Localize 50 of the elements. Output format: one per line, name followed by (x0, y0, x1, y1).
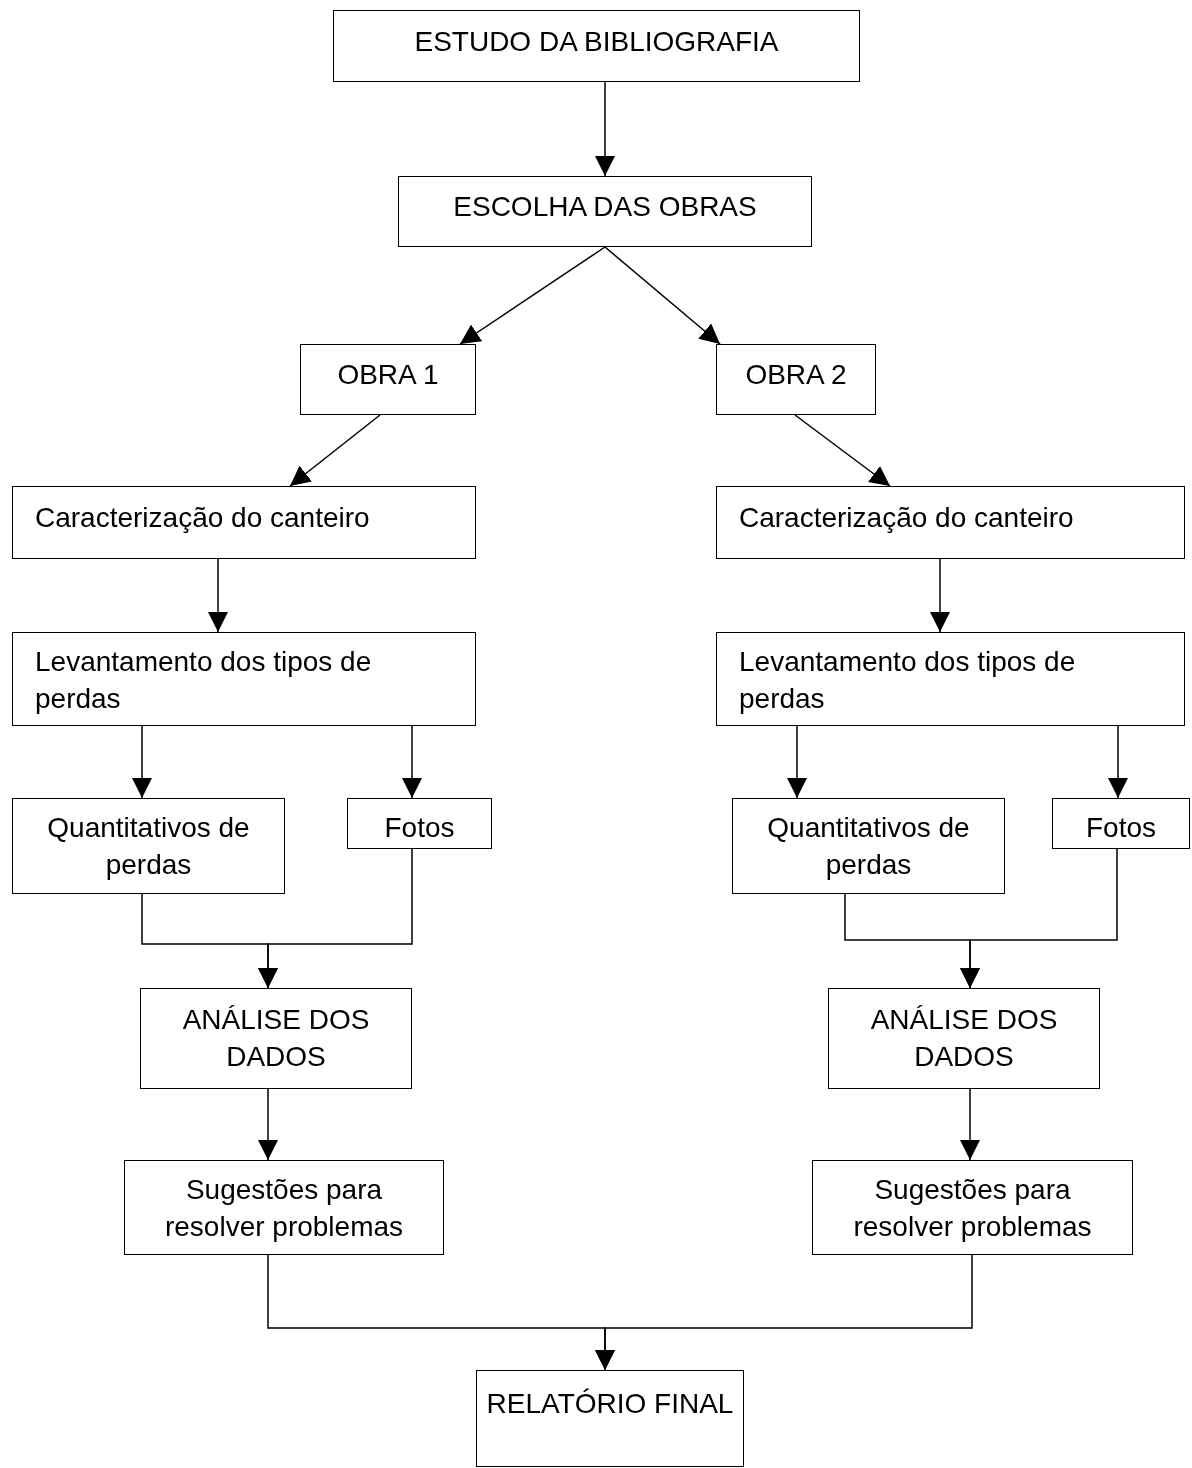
process-box (12, 632, 476, 726)
process-box (12, 798, 285, 894)
box-label: OBRA 2 (744, 358, 848, 392)
box-label: ANÁLISE DOS DADOS (869, 1003, 1059, 1074)
process-box (828, 988, 1100, 1089)
arrow (402, 725, 422, 799)
arrow (930, 558, 950, 633)
process-box (347, 798, 492, 849)
arrow (1108, 725, 1128, 799)
process-box (300, 344, 476, 415)
arrow (258, 848, 413, 989)
process-box (398, 176, 812, 247)
box-label: ESCOLHA DAS OBRAS (452, 190, 758, 224)
box-label: Quantitativos de perdas (46, 811, 251, 882)
arrow (787, 725, 807, 799)
arrow (794, 414, 891, 487)
process-box (1052, 798, 1190, 849)
process-box (716, 486, 1185, 559)
box-label: Caracterização do canteiro (35, 501, 371, 535)
process-box (732, 798, 1005, 894)
box-label: Levantamento dos tipos de perdas (739, 645, 1077, 716)
arrow (258, 1088, 278, 1161)
box-label: Quantitativos de perdas (766, 811, 971, 882)
arrow (595, 81, 615, 177)
process-box (12, 486, 476, 559)
box-label: Fotos (383, 811, 456, 845)
box-label: Levantamento dos tipos de perdas (35, 645, 373, 716)
process-box (716, 344, 876, 415)
arrow (289, 414, 381, 487)
box-label: RELATÓRIO FINAL (485, 1387, 735, 1421)
process-box (812, 1160, 1133, 1255)
process-box (476, 1370, 744, 1467)
box-label: OBRA 1 (336, 358, 440, 392)
process-box (140, 988, 412, 1089)
process-box (333, 10, 860, 82)
box-label: ESTUDO DA BIBLIOGRAFIA (413, 25, 780, 59)
box-label: Sugestões para resolver problemas (163, 1173, 405, 1244)
box-label: Caracterização do canteiro (739, 501, 1075, 535)
arrow (208, 558, 228, 633)
box-label: ANÁLISE DOS DADOS (181, 1003, 371, 1074)
arrow (604, 246, 721, 345)
arrow (960, 848, 1118, 989)
arrow (960, 1088, 980, 1161)
process-box (716, 632, 1185, 726)
box-label: Fotos (1085, 811, 1157, 845)
process-box (124, 1160, 444, 1255)
arrow (132, 725, 152, 799)
box-label: Sugestões para resolver problemas (852, 1173, 1093, 1244)
arrow (595, 1254, 973, 1371)
arrow (459, 246, 606, 345)
